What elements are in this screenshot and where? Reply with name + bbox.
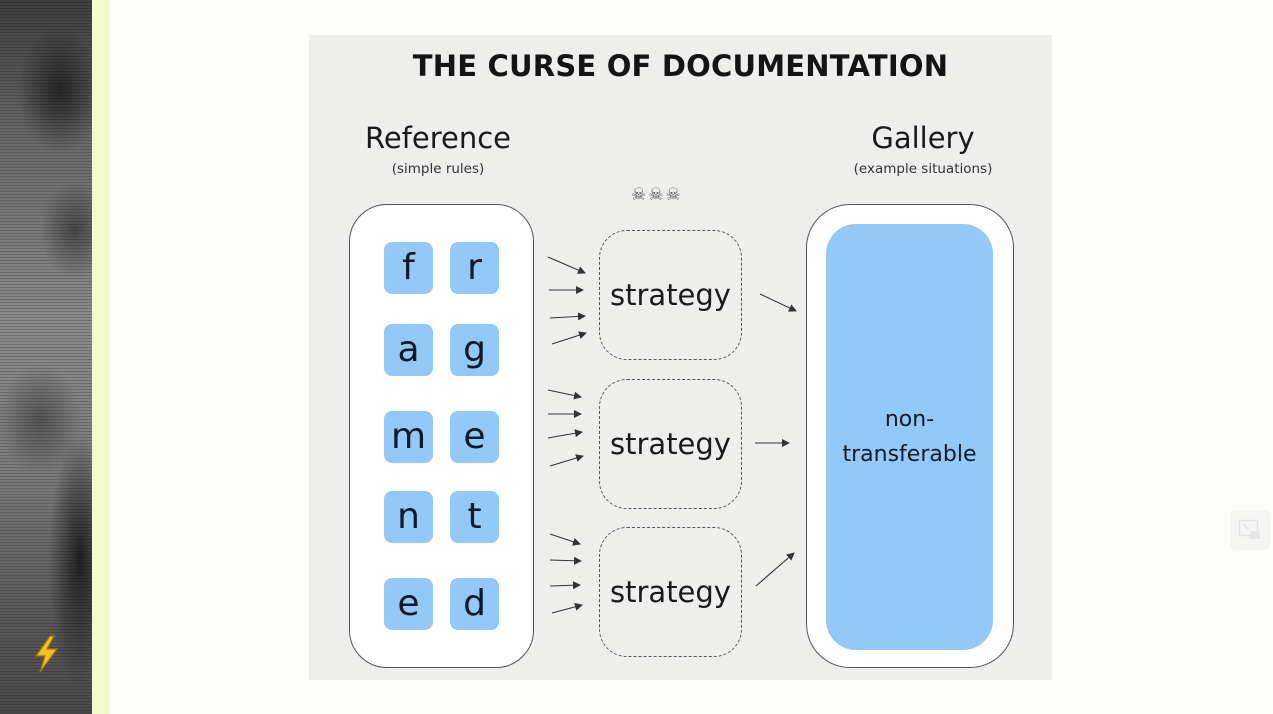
arrow	[547, 389, 582, 400]
arrow	[549, 556, 582, 565]
letter-tile: a	[384, 324, 433, 376]
slide-title: THE CURSE OF DOCUMENTATION	[412, 49, 949, 83]
letter-tile: g	[450, 324, 499, 376]
panel-label-line2: transferable	[842, 442, 977, 467]
panel-label-line1: non-	[884, 406, 935, 432]
slide: THE CURSE OF DOCUMENTATION Reference (si…	[309, 35, 1052, 680]
letter-tile: f	[384, 242, 433, 294]
non-transferable-panel: non- transferable	[826, 224, 993, 650]
gallery-heading: Gallery (example situations)	[817, 121, 1029, 177]
arrow	[549, 581, 581, 590]
reference-title: Reference	[364, 121, 512, 155]
strategy-box: strategy	[599, 379, 742, 509]
letter-tile: t	[450, 491, 499, 543]
skull-crossbones-icon: ☠☠☠	[631, 185, 683, 205]
sidebar-engraving	[0, 0, 92, 714]
letter-tile: m	[384, 411, 433, 463]
reference-box: f r a g m e n t e d	[349, 204, 534, 668]
gallery-subtitle: (example situations)	[853, 161, 993, 177]
sidebar-accent-strip	[92, 0, 110, 714]
letter-tile: e	[384, 578, 433, 630]
arrow	[549, 312, 586, 321]
arrow	[549, 533, 581, 546]
lightning-bolt-icon	[34, 635, 59, 673]
reference-subtitle: (simple rules)	[391, 161, 485, 177]
letter-tile: d	[450, 578, 499, 630]
arrow	[551, 602, 583, 614]
strategy-box: strategy	[599, 230, 742, 360]
letter-tile: e	[450, 411, 499, 463]
picture-in-picture-button[interactable]	[1230, 510, 1270, 550]
arrow	[547, 429, 583, 439]
letter-tile: r	[450, 242, 499, 294]
arrow	[755, 552, 795, 587]
picture-in-picture-icon	[1238, 519, 1260, 539]
gallery-box: non- transferable	[806, 204, 1014, 668]
reference-heading: Reference (simple rules)	[345, 121, 531, 177]
letter-tile: n	[384, 491, 433, 543]
gallery-title: Gallery	[871, 121, 975, 155]
strategy-box: strategy	[599, 527, 742, 657]
arrow	[549, 454, 584, 467]
arrow	[551, 331, 587, 345]
arrow	[759, 293, 797, 312]
arrow	[547, 256, 586, 274]
